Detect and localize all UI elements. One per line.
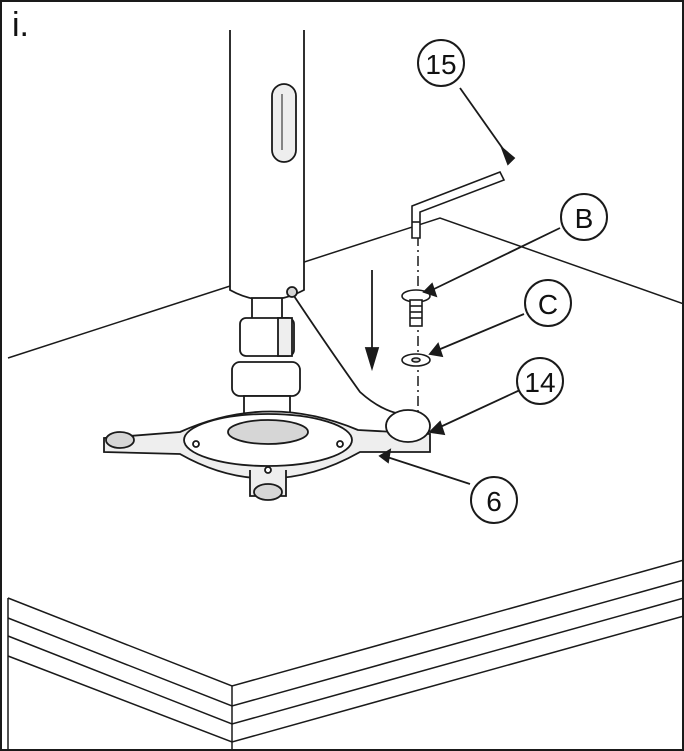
callout-6: 6 xyxy=(470,476,518,524)
mounting-plate xyxy=(103,410,431,501)
washer-c xyxy=(401,353,431,367)
callout-14-label: 14 xyxy=(524,367,555,398)
leader-lines xyxy=(378,87,561,485)
safety-cable xyxy=(293,295,431,443)
step-label: i. xyxy=(12,6,29,44)
callout-b: B xyxy=(560,193,608,241)
down-arrow-icon xyxy=(364,270,380,372)
callout-c: C xyxy=(524,279,572,327)
callout-15-label: 15 xyxy=(425,49,456,80)
callout-15: 15 xyxy=(417,39,465,87)
ceiling-surface xyxy=(7,217,684,751)
callout-14: 14 xyxy=(516,357,564,405)
callout-6-label: 6 xyxy=(486,486,502,517)
callout-b-label: B xyxy=(575,203,594,234)
callout-c-label: C xyxy=(538,289,558,320)
allen-key xyxy=(411,170,506,239)
screw-b xyxy=(401,289,431,327)
extension-pole xyxy=(229,30,305,301)
